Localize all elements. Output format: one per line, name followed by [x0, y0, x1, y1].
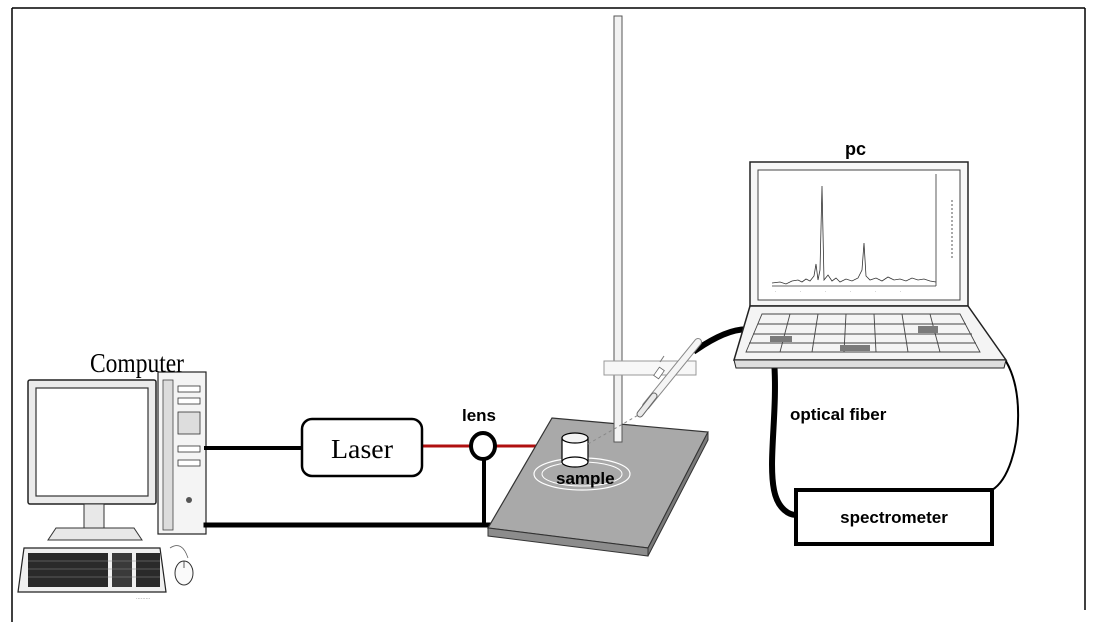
lens-label: lens [462, 406, 496, 425]
spectrum-tick-6: · [900, 289, 901, 294]
spectrometer-label: spectrometer [840, 508, 948, 527]
fiber-probe [587, 338, 702, 445]
computer-mouse [169, 545, 194, 586]
spectrum-tick-2: · [800, 289, 801, 294]
sample-label: sample [556, 469, 615, 488]
spectrum-line [771, 185, 937, 285]
pc-label: pc [845, 139, 866, 159]
computer-monitor [27, 379, 157, 541]
spectrometer-box: spectrometer [794, 488, 994, 546]
diagram-frame [11, 7, 1086, 622]
spectrum-tick-4: · [850, 289, 851, 294]
laser-unit: Laser [300, 417, 424, 478]
spectrum-tick-3: · [825, 289, 826, 294]
spectrum-plot: · · · · · · [771, 174, 953, 294]
sample-holder [561, 432, 589, 468]
laptop-screen [757, 169, 961, 301]
laser-label: Laser [331, 434, 393, 464]
computer-keyboard [17, 547, 167, 593]
computer-brand-text: ········· [136, 596, 151, 602]
spectrum-tick-5: · [875, 289, 876, 294]
computer-icon: ········· [17, 371, 207, 602]
laptop-pc: · · · · · · [732, 161, 1008, 369]
laptop-keys-shaded [770, 326, 938, 351]
computer-tower [157, 371, 207, 535]
laptop-keys [745, 313, 981, 353]
probe-light-path [587, 413, 641, 445]
optical-fiber-label: optical fiber [790, 405, 887, 424]
computer-label: Computer [90, 348, 184, 378]
stand-rod [603, 15, 697, 443]
spectrum-tick-1: · [775, 289, 776, 294]
lens-icon [469, 431, 497, 461]
